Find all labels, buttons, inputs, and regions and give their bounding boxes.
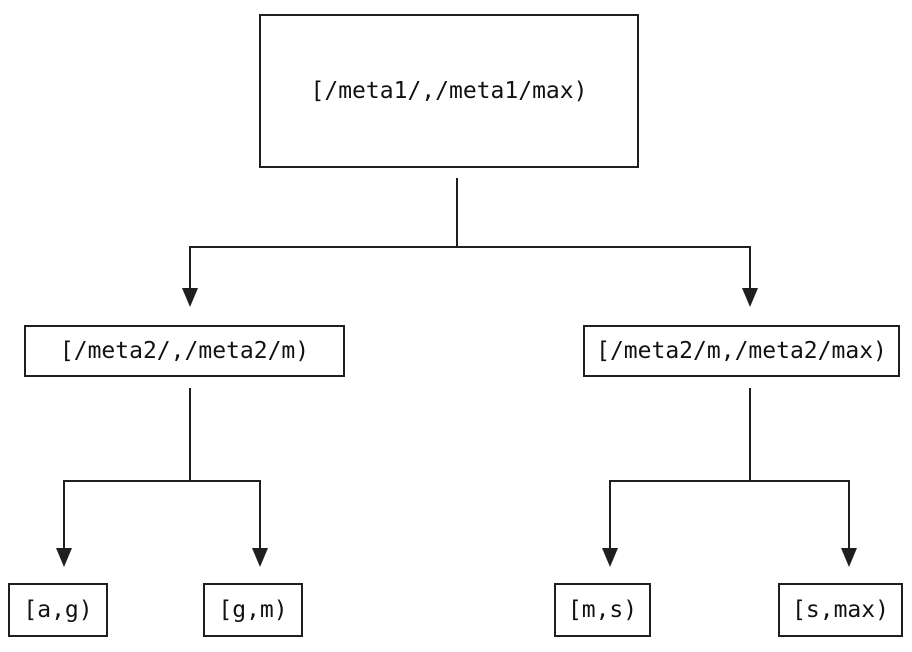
edge-root-to-meta2-low [182,178,458,307]
edge-line [189,388,261,549]
tree-node-leaf-a-g: [a,g) [8,583,108,637]
edge-line [609,388,751,549]
arrowhead-down-icon [602,548,618,567]
arrowhead-down-icon [182,288,198,307]
edge-line [63,388,191,549]
tree-node-leaf-g-m: [g,m) [203,583,303,637]
tree-node-root: [/meta1/,/meta1/max) [259,14,639,168]
arrowhead-down-icon [56,548,72,567]
tree-node-leaf-m-s: [m,s) [554,583,651,637]
edge-line [749,388,850,549]
edge-meta2-high-to-leaf-m-s [602,388,751,567]
tree-node-leaf-s-max: [s,max) [778,583,903,637]
arrowhead-down-icon [252,548,268,567]
tree-node-meta2-high: [/meta2/m,/meta2/max) [583,325,900,377]
edge-root-to-meta2-high [456,178,758,307]
arrowhead-down-icon [841,548,857,567]
edge-meta2-high-to-leaf-s-max [749,388,857,567]
edge-meta2-low-to-leaf-a-g [56,388,191,567]
edge-meta2-low-to-leaf-g-m [189,388,268,567]
tree-node-meta2-low: [/meta2/,/meta2/m) [24,325,345,377]
edge-line [189,178,458,289]
arrowhead-down-icon [742,288,758,307]
edge-line [456,178,751,289]
